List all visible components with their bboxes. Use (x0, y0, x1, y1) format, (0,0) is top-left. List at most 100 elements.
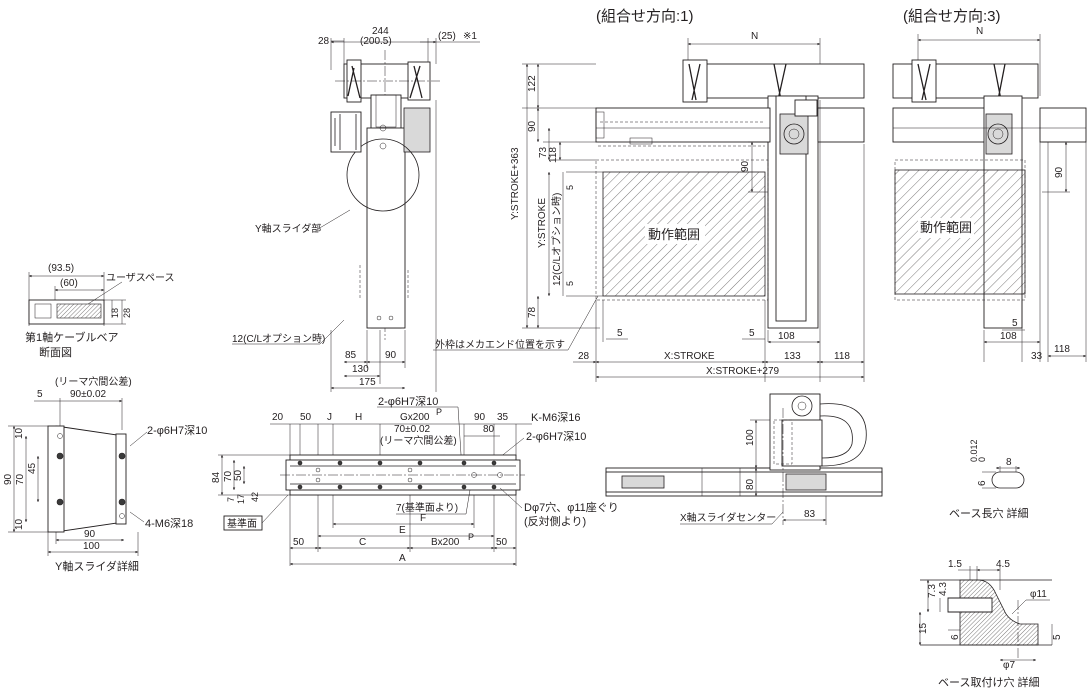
dim-122: 122 (527, 75, 538, 92)
cable-title-2: 断面図 (39, 345, 72, 359)
dim-118-dir3: 118 (1054, 344, 1070, 355)
direction-3-view: N 動作範囲 90 5 108 33 118 (892, 26, 1087, 362)
dim-5-d: 5 (749, 328, 755, 339)
dim-84: 84 (211, 471, 222, 483)
dim-70-base: 70 (223, 470, 234, 482)
y-slider-detail: (リーマ穴間公差) 90±0.02 5 2-φ6H7深10 4-M6深18 90… (3, 375, 207, 573)
dim-N-dir1: N (751, 31, 758, 42)
dim-85: 85 (345, 350, 357, 361)
dim-90-base: 90 (474, 412, 486, 423)
dim-xstroke-279: X:STROKE+279 (706, 366, 780, 377)
dim-xstroke: X:STROKE (664, 351, 715, 362)
label-h6h7-top: 2-φ6H7深10 (378, 395, 438, 408)
dim-100-y: 100 (83, 541, 100, 552)
dim-J: J (327, 412, 332, 423)
label-ream-y: (リーマ穴間公差) (55, 375, 132, 388)
dim-90-02-y: 90±0.02 (70, 389, 107, 400)
dim-33-dir3: 33 (1031, 351, 1043, 362)
dim-118-dir1: 118 (834, 351, 850, 362)
dim-E: E (399, 525, 406, 536)
label-range-dir3: 動作範囲 (920, 220, 972, 235)
dim-130: 130 (352, 364, 369, 375)
dim-90-top: 90 (385, 350, 397, 361)
dim-28-top: 28 (318, 36, 330, 47)
mount-hole-detail: 1.5 4.5 7.3 4.3 φ11 15 6 5 φ7 ベース取付け穴 詳細 (918, 559, 1063, 689)
dim-118-v: 118 (548, 147, 559, 163)
heading-direction-3: (組合せ方向:3) (903, 8, 1001, 25)
dim-18-cable: 18 (110, 308, 120, 318)
dim-H: H (355, 412, 362, 423)
label-cl-dir1: 12(C/Lオプション時) (551, 193, 563, 286)
label-h6h7-right: 2-φ6H7深10 (526, 430, 586, 443)
dim-5-dir3: 5 (1012, 318, 1018, 329)
label-ref7: 7(基準面より) (396, 501, 458, 514)
dim-1-5: 1.5 (948, 559, 962, 570)
dim-108-dir3: 108 (1000, 331, 1017, 342)
top-view: 244 28 (200.5) (25) ※1 Y軸スライダ部 (232, 26, 480, 392)
dim-10-yb: 10 (14, 518, 25, 530)
dim-N-dir3: N (976, 26, 983, 37)
base-plan-view: 2-φ6H7深10 20 50 J H Gx200 P 90 35 K-M6深1… (211, 395, 619, 566)
dim-20-base: 20 (272, 412, 284, 423)
dim-11-mount: φ11 (1030, 589, 1047, 600)
dim-50-base-r: 50 (496, 537, 508, 548)
dim-5-mount: 5 (1052, 634, 1063, 640)
dim-7-mount: φ7 (1003, 660, 1015, 671)
label-cl-top: 12(C/Lオプション時) (232, 333, 325, 345)
dim-175: 175 (359, 377, 376, 388)
dim-90-dir1: 90 (527, 120, 538, 132)
dim-4-5: 4.5 (996, 559, 1010, 570)
dim-G: Gx200 (400, 412, 430, 423)
y-detail-title: Y軸スライダ詳細 (55, 559, 139, 573)
dim-7-base: 7 (226, 497, 236, 502)
dim-25: (25) (438, 31, 456, 42)
label-user-space: ユーザスペース (106, 272, 175, 284)
dim-28-dir1: 28 (578, 351, 590, 362)
note-1: ※1 (463, 31, 477, 42)
dim-8-slot: 8 (1006, 457, 1012, 468)
dim-108-dir1: 108 (778, 331, 795, 342)
dim-10-ya: 10 (14, 427, 25, 439)
cable-title-1: 第1軸ケーブルベア (25, 330, 118, 344)
dim-A: A (399, 553, 406, 564)
label-ream-base: (リーマ穴間公差) (380, 434, 457, 447)
dim-tol-hi: 0.012 (969, 439, 979, 462)
dim-6-mount: 6 (950, 634, 961, 640)
dim-42-base: 42 (250, 492, 260, 502)
mount-detail-title: ベース取付け穴 詳細 (938, 675, 1040, 689)
dim-80-side: 80 (745, 478, 756, 490)
slot-detail-title: ベース長穴 詳細 (949, 506, 1029, 520)
dim-5-c: 5 (617, 328, 623, 339)
dim-133: 133 (784, 351, 801, 362)
dim-45-y: 45 (27, 462, 38, 474)
dim-C: C (359, 537, 366, 548)
label-range-dir1: 動作範囲 (648, 227, 700, 242)
dim-60: (60) (60, 278, 78, 289)
dim-P2: P (468, 532, 474, 542)
dim-80-base: 80 (483, 424, 495, 435)
label-h6h7-y: 2-φ6H7深10 (147, 424, 207, 437)
dim-28-cable: 28 (122, 308, 132, 318)
dim-B: Bx200 (431, 537, 460, 548)
dim-15-mount: 15 (918, 622, 929, 634)
dim-P1: P (436, 407, 442, 417)
dim-ystroke: Y:STROKE (537, 198, 548, 248)
label-m6-y: 4-M6深18 (145, 517, 193, 530)
dim-17-base: 17 (236, 494, 246, 504)
label-frame-note: 外枠はメカエンド位置を示す (435, 338, 565, 351)
dim-5-a: 5 (565, 185, 575, 190)
dim-F: F (420, 513, 426, 524)
label-y-slider: Y軸スライダ部 (255, 222, 321, 235)
heading-direction-1: (組合せ方向:1) (596, 8, 694, 25)
dim-50-base-v: 50 (233, 469, 244, 481)
dim-90-yv: 90 (3, 473, 14, 485)
cable-carrier-section: (93.5) (60) ユーザスペース 18 28 第1軸ケーブルベア 断面図 (25, 263, 175, 359)
label-km6: K-M6深16 (531, 411, 581, 424)
dim-35-base: 35 (497, 412, 509, 423)
label-opp-side: (反対側より) (524, 514, 586, 528)
dim-78: 78 (527, 306, 538, 318)
side-view: 100 80 83 X軸スライダセンター (605, 393, 883, 525)
dim-100-side: 100 (745, 429, 756, 446)
label-x-center: X軸スライダセンター (680, 511, 776, 524)
label-ref-face: 基準面 (227, 517, 257, 530)
